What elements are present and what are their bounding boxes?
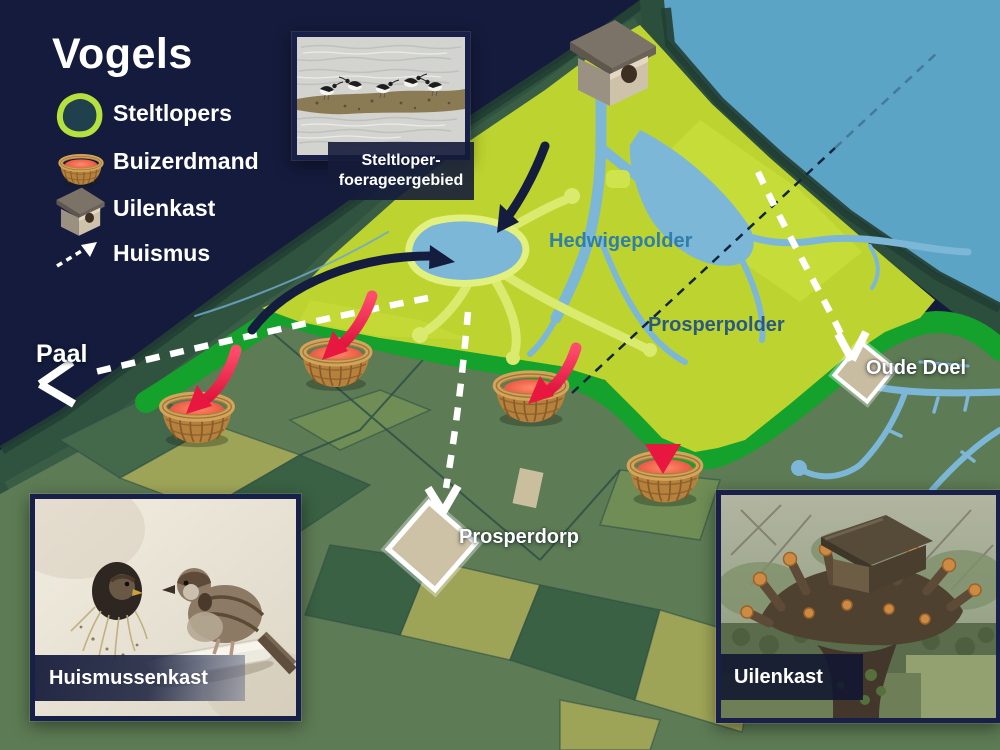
label-prosperdorp: Prosperdorp	[459, 526, 580, 548]
label-hedwigepolder: Hedwigepolder	[549, 230, 693, 252]
wader-area-icon	[56, 93, 103, 138]
route-to-paal	[94, 294, 429, 376]
pollard-willow	[740, 515, 982, 718]
caption-line: Steltloper-	[361, 151, 441, 169]
legend-icons	[56, 93, 105, 268]
scheldt-water-light	[652, 0, 1000, 306]
border-dashed-line	[571, 51, 939, 394]
sparrow	[162, 568, 296, 675]
legend-label-buizerdmand: Buizerdmand	[113, 148, 259, 174]
legend-label-steltlopers: Steltlopers	[113, 100, 232, 126]
steltloper-photo-art	[297, 37, 465, 155]
wader-arrows	[247, 141, 550, 335]
nest-hole-with-sparrow	[70, 562, 148, 660]
uilenkast-caption: Uilenkast	[721, 654, 863, 700]
legend-label-huismus: Huismus	[113, 240, 211, 266]
huismus-routes	[37, 170, 870, 515]
caption-text: Uilenkast	[734, 665, 823, 688]
huismussenkast-caption: Huismussenkast	[35, 655, 245, 701]
buzzard-arrows	[186, 290, 681, 474]
avocet-birds	[320, 73, 442, 101]
caption-text: Huismussenkast	[49, 666, 208, 689]
label-paal: Paal	[36, 340, 88, 368]
owl-box-in-tree	[821, 515, 933, 593]
route-to-oude-doel	[755, 170, 844, 336]
route-arrowhead-paal	[37, 358, 77, 408]
route-arrowhead-prosperdorp	[424, 484, 462, 515]
label-prosperpolder: Prosperpolder	[648, 314, 785, 336]
wader-pond	[405, 170, 657, 365]
label-oude-doel: Oude Doel	[866, 357, 967, 379]
caption-line: foerageergebied	[338, 172, 464, 189]
steltloper-caption: Steltloper- foerageergebied	[328, 142, 474, 200]
route-to-prosperdorp	[442, 311, 472, 489]
foraging-paths	[423, 195, 650, 357]
page-title: Vogels	[52, 30, 193, 78]
pond	[405, 214, 530, 287]
uilenkast-photo-art	[721, 495, 996, 718]
steltloper-photo	[292, 32, 470, 160]
village-marker-prosperdorp	[380, 494, 484, 598]
route-arrowhead-oude-doel	[834, 330, 870, 362]
sandbar	[297, 89, 465, 115]
farm-building	[512, 467, 544, 509]
owl-nestbox	[570, 20, 656, 176]
house-sparrow-route-icon	[56, 242, 97, 268]
legend-label-uilenkast: Uilenkast	[113, 195, 216, 221]
uilenkast-photo	[716, 490, 1000, 723]
